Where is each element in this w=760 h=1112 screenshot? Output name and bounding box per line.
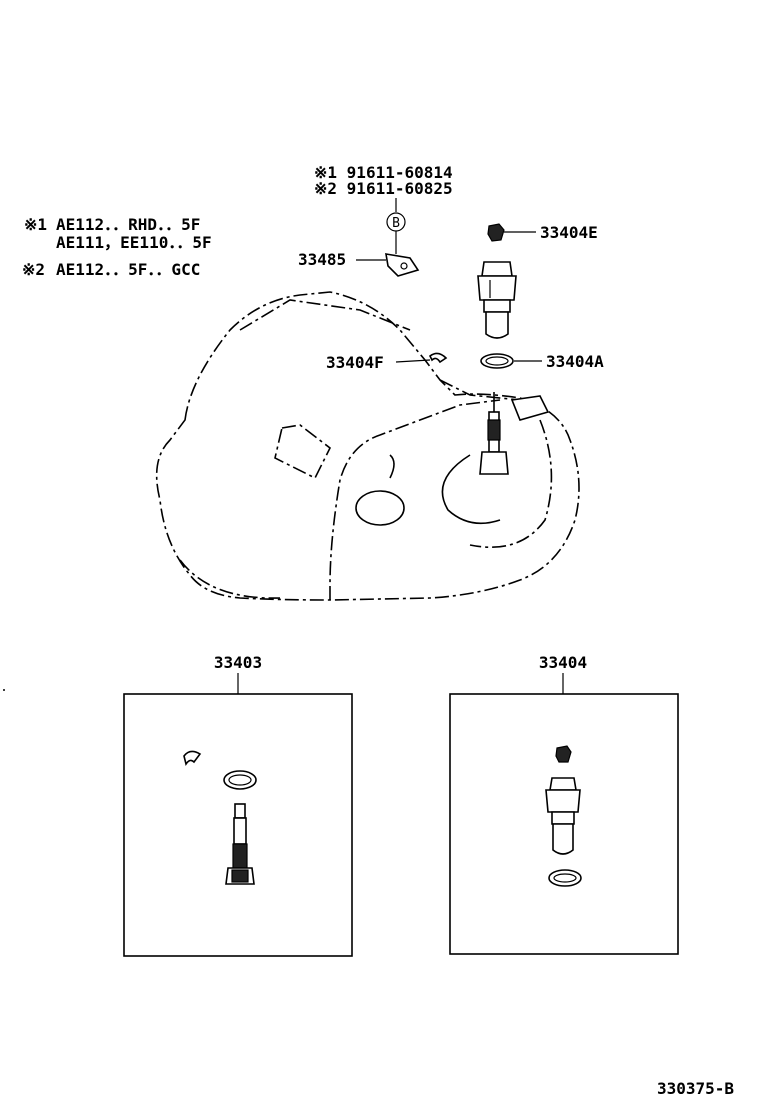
note1-line1: AE112．．RHD．．5F [56,215,200,234]
kit1-clip [183,750,202,766]
housing-outline [155,291,580,601]
kit2-sleeve-top [549,777,577,791]
callout-33404A: 33404A [480,352,604,371]
kit2-sleeve-body [552,823,574,855]
housing-hook [389,454,395,479]
callout-33404F: 33404F [326,352,448,372]
sleeve-body [485,311,509,339]
housing-shoulder [439,379,521,401]
kit1-thread [232,843,248,869]
callout-33404A-label: 33404A [546,352,604,371]
installed-gear [479,451,509,475]
cap-part [487,223,505,242]
kit1-o-ring [223,770,257,790]
callout-33404E-label: 33404E [540,223,598,242]
bolt-ref-1: ※1 91611-60814 [314,163,453,182]
kit1-gear-teeth [231,869,249,883]
housing-bell-edge [329,399,501,600]
note2-line1: AE112．．5F．．GCC [56,260,200,279]
installed-driven-gear [479,392,509,475]
housing-bore [355,490,405,526]
sleeve-collar [483,299,511,313]
housing-bottom-left [179,559,281,599]
note1-mark: ※1 [24,215,47,234]
housing-bell-arc [469,419,553,548]
kit2-box [449,693,679,955]
callout-33485: 33485 [298,250,420,277]
kit1-o-ring-inner [228,774,252,786]
kit2-label: 33404 [539,653,587,672]
o-ring-inner [485,356,509,366]
o-ring-part [480,353,514,369]
kit2-o-ring-inner [553,873,577,883]
kit-33403: 33403 [123,653,353,957]
kit2-o-ring [548,869,582,887]
housing-window [274,424,332,480]
kit1-shaft [233,817,247,845]
callout-33404E: 33404E [487,223,598,242]
callout-33404F-label: 33404F [326,353,384,372]
kit1-box [123,693,353,957]
kit2-cap [555,745,572,763]
installed-thread [487,419,501,441]
transaxle-housing [155,291,580,601]
kit-33404: 33404 [449,653,679,955]
lock-plate-hole [400,262,408,270]
stray-mark [3,689,5,691]
housing-main-bore [441,454,501,525]
callout-33485-label: 33485 [298,250,346,269]
bolt-references: ※1 91611-60814 ※2 91611-60825 B [314,163,453,254]
housing-top-edge [239,299,411,331]
sleeve-part [477,261,517,339]
model-notes: ※1 AE112．．RHD．．5F AE111，EE110．．5F ※2 AE1… [22,215,212,279]
kit1-label: 33403 [214,653,262,672]
sleeve-hex-top [481,261,513,277]
note2-mark: ※2 [22,260,45,279]
kit2-sleeve-hex [545,789,581,813]
kit1-shaft-tip [234,803,246,819]
kit2-sleeve-collar [551,811,575,825]
bolt-circle-letter: B [392,216,400,231]
diagram-code: 330375-B [657,1079,734,1098]
sleeve-hex [477,275,517,301]
lock-plate-part [385,253,420,277]
clip-part [428,352,448,364]
bolt-ref-2: ※2 91611-60825 [314,179,453,198]
housing-boss [510,395,550,421]
note1-line2: AE111，EE110．．5F [56,233,212,252]
